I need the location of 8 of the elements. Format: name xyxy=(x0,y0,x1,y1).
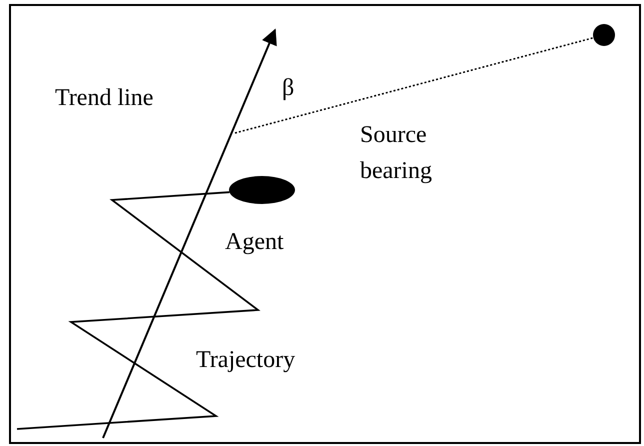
trajectory-line xyxy=(16,191,260,430)
bearing-line xyxy=(234,37,594,134)
angle-label: β xyxy=(282,74,294,103)
source-bearing-label: Source bearing xyxy=(360,121,433,186)
agent-label: Agent xyxy=(225,228,284,257)
trajectory-label: Trajectory xyxy=(196,346,296,375)
source-dot xyxy=(593,24,615,46)
trend-line-label: Trend line xyxy=(55,84,154,113)
